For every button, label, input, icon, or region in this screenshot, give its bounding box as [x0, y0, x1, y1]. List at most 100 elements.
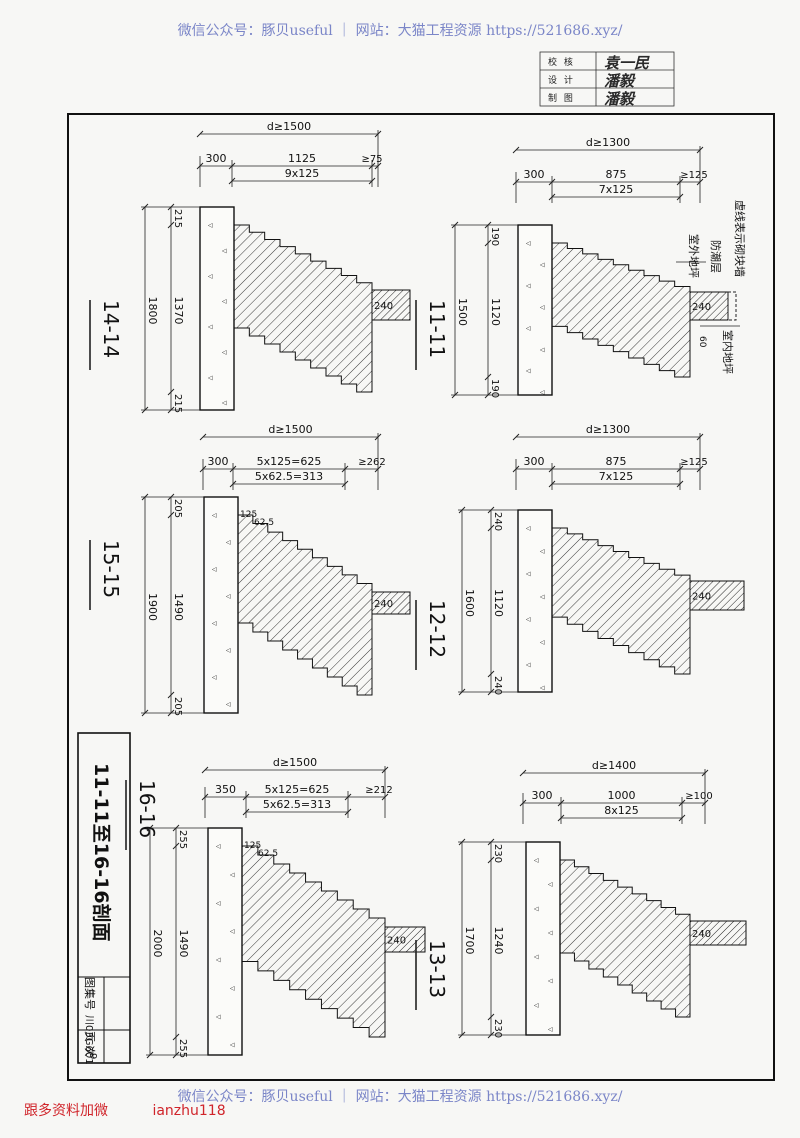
dim-d: d≥1400: [592, 759, 636, 772]
dim-line: [548, 193, 556, 201]
dim-edge: ≥262: [358, 457, 385, 468]
dim-line: [484, 239, 492, 247]
section-label: 13-13: [425, 940, 449, 998]
dim-line: [341, 480, 349, 488]
dim-steps: 1125: [288, 152, 316, 165]
brick-wall: [689, 580, 745, 611]
dim-line: [167, 709, 175, 717]
dim-height-part: 190: [489, 379, 500, 398]
step-note: 125: [240, 510, 257, 520]
annotation-indoor-grade: 室内地坪: [721, 330, 735, 374]
dim-line: [196, 130, 204, 138]
dim-edge: ≥100: [685, 791, 712, 802]
dim-line: [167, 388, 175, 396]
dim-height-part: 1120: [492, 589, 505, 617]
dim-line: [172, 842, 180, 850]
section-label: 16-16: [135, 780, 159, 838]
concrete-mark: ◁: [526, 283, 531, 290]
dim-steps: 5x125=625: [265, 783, 330, 796]
atlas-number-label: 图集号: [83, 977, 96, 1010]
dim-line: [167, 493, 175, 501]
concrete-bed: [207, 827, 243, 1056]
sign-row-draw: 制 图 潘毅: [540, 88, 674, 108]
concrete-mark: ◁: [534, 954, 539, 961]
concrete-bed: [517, 224, 553, 396]
concrete-mark: ◁: [222, 349, 227, 356]
stepped-footing: [233, 224, 373, 393]
dim-height-part: 255: [177, 830, 188, 849]
concrete-mark: ◁: [216, 957, 221, 964]
dim-height-part: 230: [492, 844, 503, 863]
dim-height-total: 1800: [146, 297, 159, 325]
dim-line: [172, 824, 180, 832]
dim-steps: 875: [606, 455, 627, 468]
dim-d: d≥1500: [273, 756, 317, 769]
dim-line: [487, 1013, 495, 1021]
concrete-mark: ◁: [540, 389, 545, 396]
concrete-mark: ◁: [230, 928, 235, 935]
contact-note-text: 跟多资料加微: [24, 1103, 108, 1119]
stepped-footing: [559, 859, 691, 1018]
drawing-frame: [67, 113, 775, 1081]
dim-line: [487, 524, 495, 532]
concrete-mark: ◁: [222, 400, 227, 407]
dim-line: [548, 480, 556, 488]
concrete-mark: ◁: [216, 900, 221, 907]
dim-line: [484, 391, 492, 399]
concrete-mark: ◁: [226, 593, 231, 600]
dim-line: [484, 373, 492, 381]
sign-label: 制 图: [548, 94, 575, 104]
concrete-mark: ◁: [226, 647, 231, 654]
concrete-mark: ◁: [526, 662, 531, 669]
watermark-bottom: 微信公众号：豚贝useful ｜ 网站：大猫工程资源 https://52168…: [177, 1089, 623, 1105]
wall-thickness: 240: [692, 929, 711, 940]
dim-line: [228, 177, 236, 185]
dim-height-part: 255: [177, 1039, 188, 1058]
dim-steps: 1000: [608, 789, 636, 802]
dim-line: [487, 506, 495, 514]
dim-offset: 300: [532, 789, 553, 802]
dim-line: [487, 670, 495, 678]
concrete-mark: ◁: [526, 325, 531, 332]
dim-offset: 300: [524, 455, 545, 468]
concrete-mark: ◁: [548, 929, 553, 936]
dim-line: [484, 221, 492, 229]
dim-steps: 875: [606, 168, 627, 181]
dim-height-part: 205: [172, 499, 183, 518]
dim-steps: 5x125=625: [257, 455, 322, 468]
page-number-value: 9: [87, 1053, 98, 1060]
concrete-bed: [517, 509, 553, 693]
dim-substeps: 7x125: [599, 183, 634, 196]
concrete-mark: ◁: [548, 881, 553, 888]
dim-substeps: 9x125: [285, 167, 320, 180]
dim-substeps: 5x62.5=313: [255, 470, 323, 483]
dim-height-part: 240: [492, 512, 503, 531]
title-block: 11-11至16-16剖面 图集号 川03G601 页 次 9: [78, 733, 130, 1065]
dim-offset: 300: [206, 152, 227, 165]
stepped-footing: [237, 514, 373, 696]
dim-line: [167, 221, 175, 229]
step-note: 62.5: [258, 849, 278, 859]
wall-thickness: 240: [692, 302, 711, 313]
concrete-bed: [199, 206, 235, 411]
dim-height-part: 1120: [489, 298, 502, 326]
title-block-frame: [77, 732, 131, 1064]
concrete-mark: ◁: [548, 978, 553, 985]
handwritten-signature: 潘毅: [604, 72, 635, 90]
dim-edge: ≥75: [361, 154, 382, 165]
annotation-damp-course: 防潮层: [709, 240, 723, 273]
brick-wall: [384, 926, 426, 953]
concrete-mark: ◁: [526, 368, 531, 375]
concrete-mark: ◁: [212, 620, 217, 627]
dim-height-total: 1700: [463, 927, 476, 955]
dim-line: [172, 1051, 180, 1059]
dim-line: [512, 146, 520, 154]
wall-thickness: 240: [387, 936, 406, 947]
stepped-footing: [551, 242, 691, 378]
contact-id: ianzhu118: [152, 1103, 226, 1119]
